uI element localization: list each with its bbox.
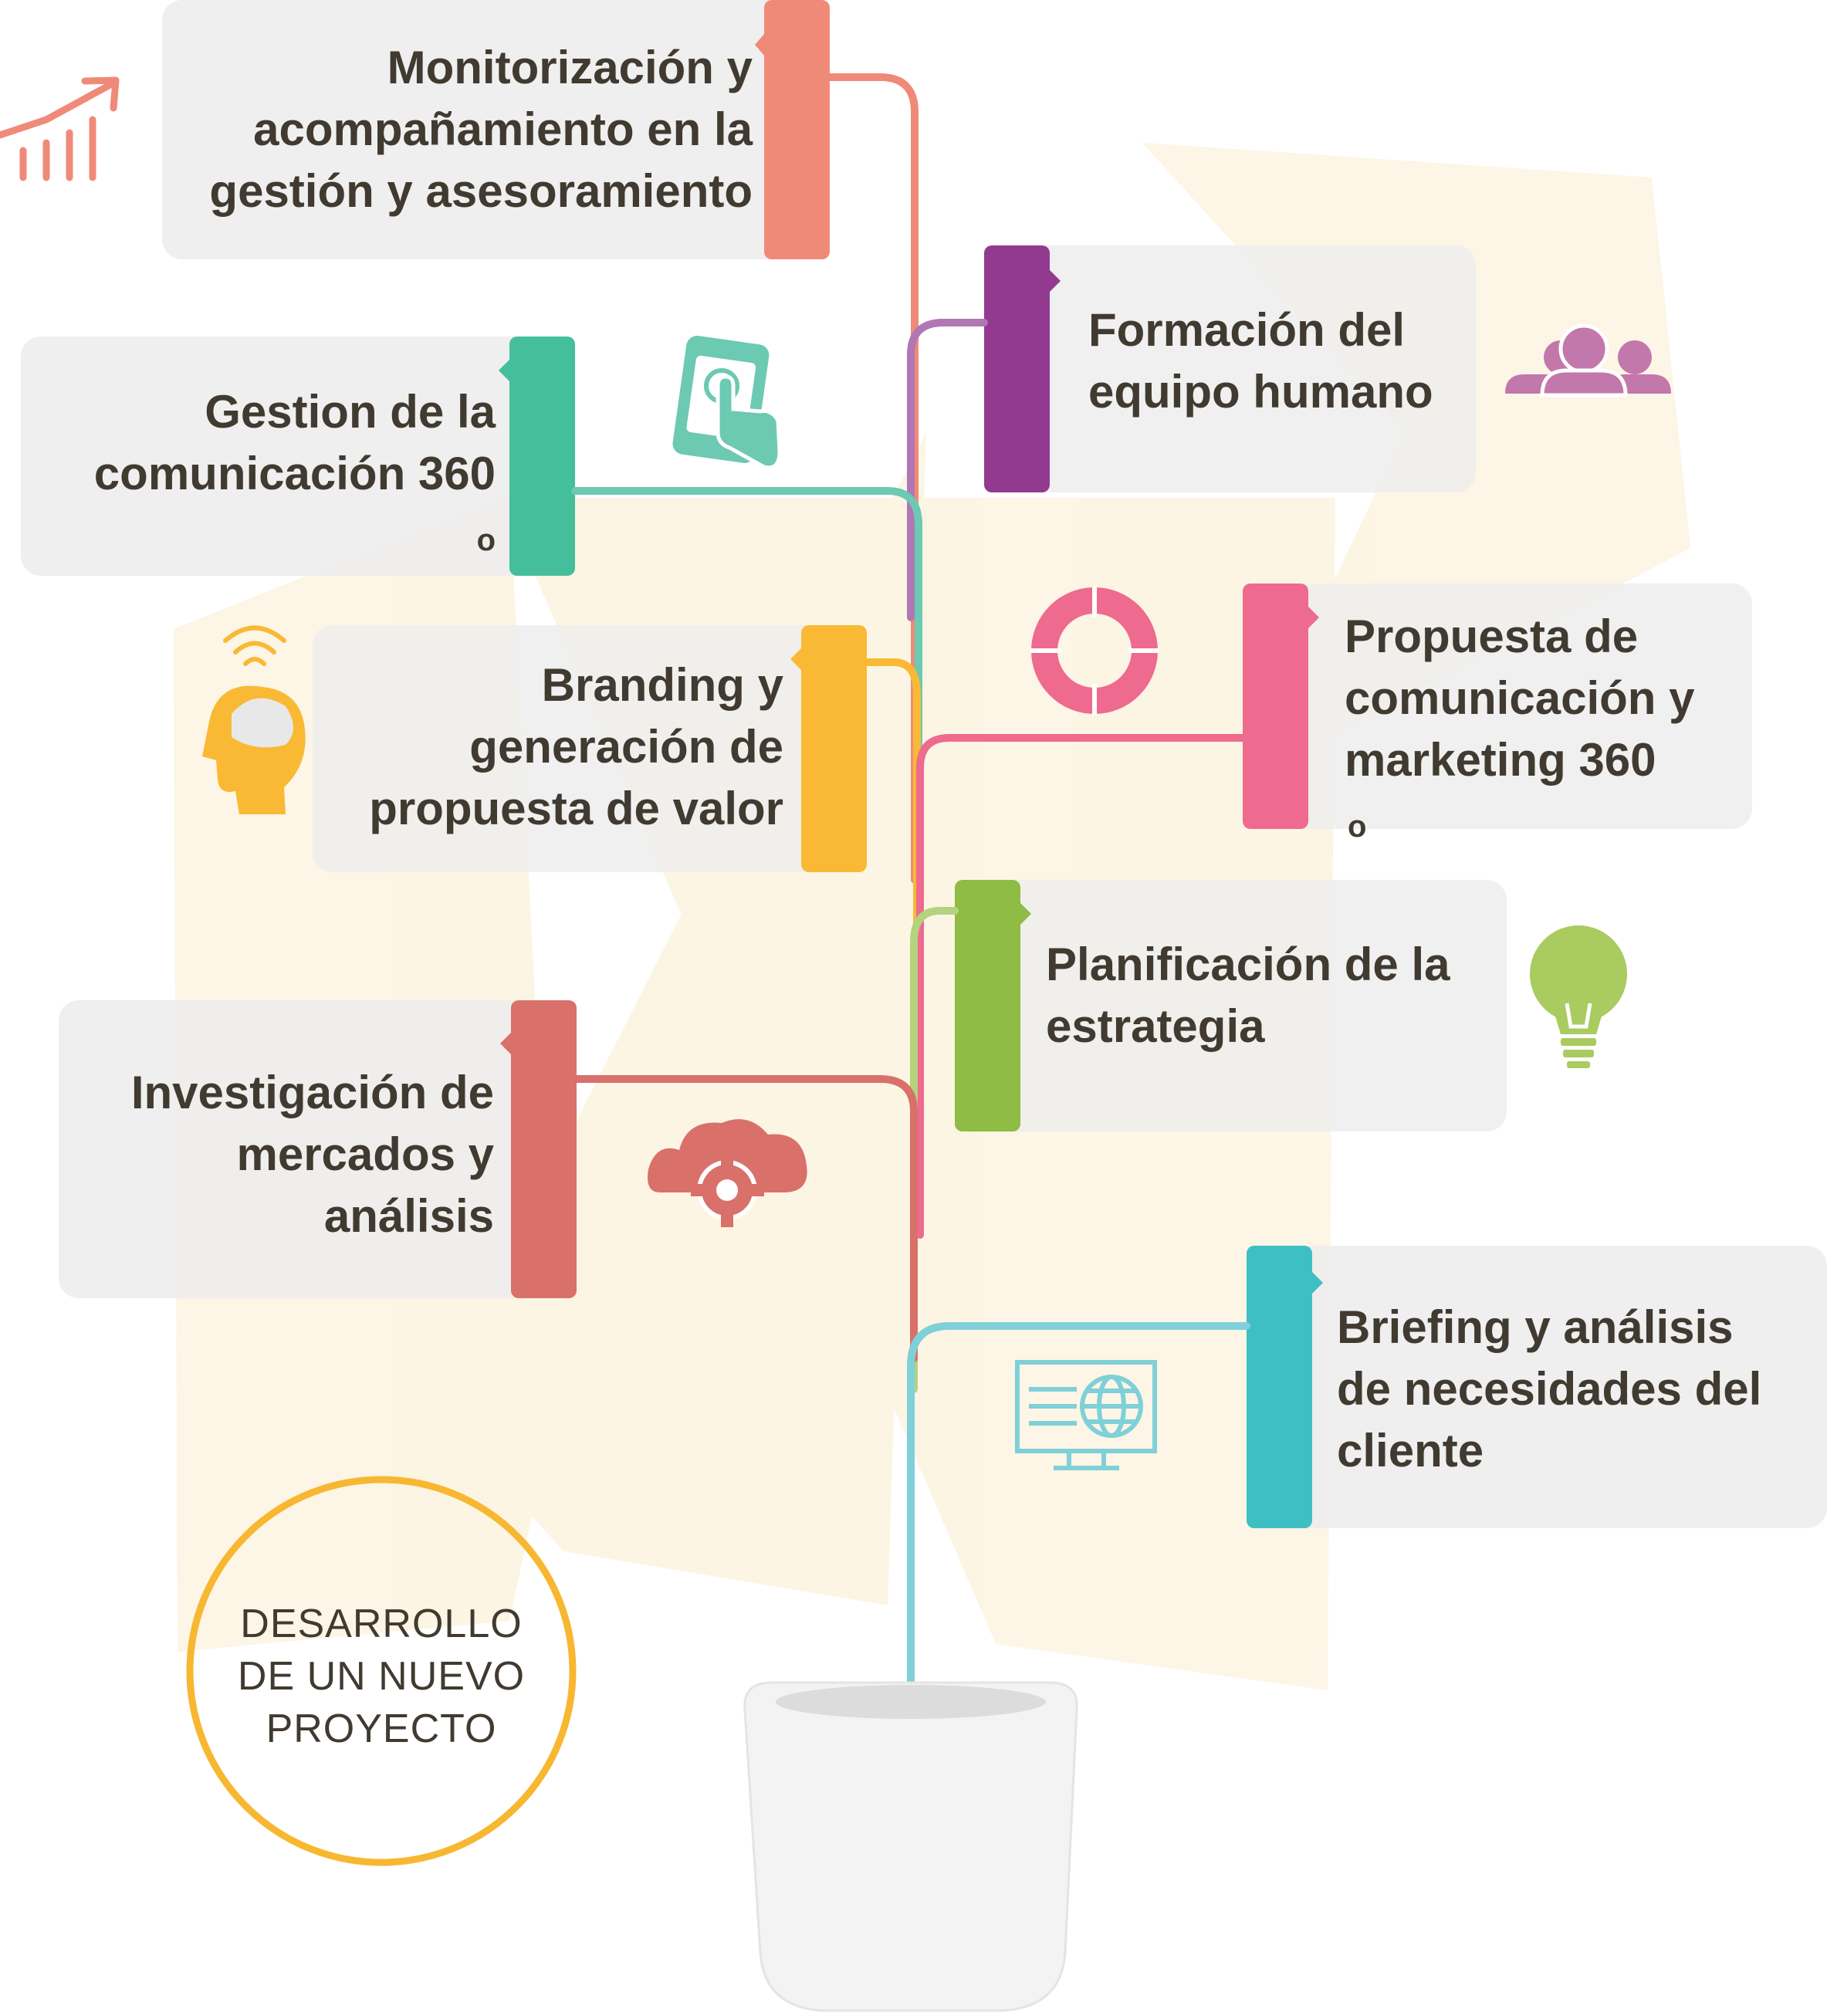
stem-branches xyxy=(571,73,1250,1721)
label-formacion: Formación del equipo humano xyxy=(1088,304,1433,418)
growth-chart-icon xyxy=(0,76,120,181)
lightbulb-icon xyxy=(1530,925,1627,1068)
branch-briefing xyxy=(907,1322,1250,1721)
card-branding xyxy=(313,625,867,872)
label-briefing: Briefing y análisis de necesidades del c… xyxy=(1337,1301,1762,1476)
branch-monitorizacion xyxy=(826,73,919,884)
head-signal-icon xyxy=(202,625,306,814)
label-branding: Branding y generación de propuesta de va… xyxy=(369,659,783,834)
label-propuesta: Propuesta de comunicación y marketing 36… xyxy=(1345,611,1695,844)
card-planificacion xyxy=(955,880,1507,1131)
label-monitorizacion: Monitorización y acompañamiento en la ge… xyxy=(209,42,753,217)
cloud-gear-icon xyxy=(648,1119,807,1227)
branch-formacion xyxy=(907,319,988,621)
cycle-arrows-icon xyxy=(1030,587,1159,715)
card-propuesta xyxy=(1243,583,1752,829)
card-investigacion xyxy=(59,1000,577,1298)
label-planificacion: Planificación de la estrategia xyxy=(1046,939,1450,1052)
card-gestion xyxy=(21,337,575,576)
cards xyxy=(21,0,1827,1528)
branch-propuesta xyxy=(916,734,1247,1239)
branch-gestion xyxy=(571,487,922,1046)
branch-branding xyxy=(863,658,921,1123)
card-briefing xyxy=(1247,1246,1827,1528)
card-formacion xyxy=(984,245,1476,492)
card-monitorizacion xyxy=(162,0,830,259)
monitor-globe-icon xyxy=(1015,1360,1157,1470)
branch-investigacion xyxy=(572,1075,918,1362)
branch-planificacion xyxy=(910,907,959,1393)
people-group-icon xyxy=(1505,323,1671,397)
center-circle xyxy=(186,1476,577,1866)
label-investigacion: Investigación de mercados y análisis xyxy=(130,1067,494,1242)
touch-phone-icon xyxy=(672,336,782,470)
flower-pot xyxy=(743,1681,1078,2012)
center-label: DESARROLLO DE UN NUEVO PROYECTO xyxy=(237,1602,526,1751)
